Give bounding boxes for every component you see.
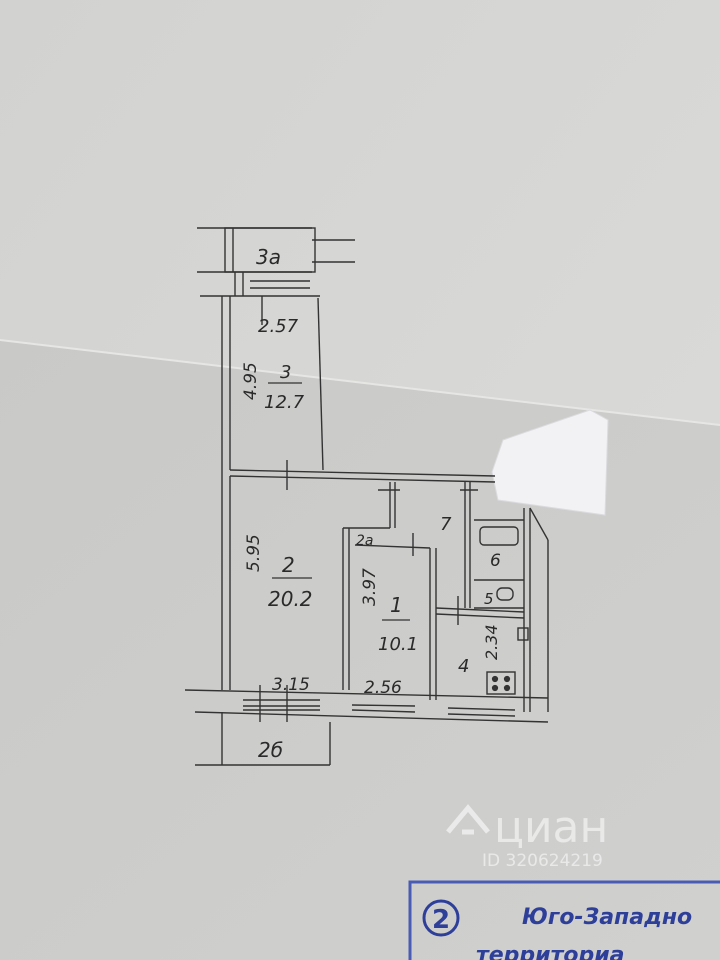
room-6-label: 6 xyxy=(490,551,501,571)
room-1-width-label: 2.56 xyxy=(364,678,402,698)
stamp-number: 2 xyxy=(432,905,450,935)
house-icon xyxy=(446,804,490,835)
room-4-label: 4 xyxy=(458,656,469,677)
room-7-label: 7 xyxy=(440,514,452,535)
torn-sticker xyxy=(491,409,609,516)
registry-stamp: 2 Юго-Западно территориа xyxy=(408,880,720,960)
room-4-length-label: 2.34 xyxy=(482,624,501,660)
room-3-label: 3 xyxy=(280,362,291,383)
room-2-label: 2 xyxy=(282,553,295,577)
room-2a-label: 2а xyxy=(356,533,374,549)
room-5-label: 5 xyxy=(484,590,494,608)
room-2-length-label: 5.95 xyxy=(244,534,264,572)
plan-drawing xyxy=(184,227,549,766)
watermark-brand: циан xyxy=(494,802,608,853)
room-3-width-label: 2.57 xyxy=(258,316,299,337)
stamp-line-1: Юго-Западно xyxy=(522,905,692,930)
paper-fold xyxy=(0,339,720,426)
room-1-area-label: 10.1 xyxy=(378,634,418,655)
stamp-number-circle xyxy=(422,899,460,937)
watermark-id: ID 320624219 xyxy=(482,851,603,871)
room-1-label: 1 xyxy=(390,593,403,617)
paper-bottom xyxy=(0,340,720,960)
room-2-width-label: 3.15 xyxy=(272,675,310,695)
stamp-line-2: территориа xyxy=(476,943,624,960)
room-2-area-label: 20.2 xyxy=(268,587,313,611)
room-3-length-label: 4.95 xyxy=(241,362,261,400)
cian-watermark: циан ID 320624219 xyxy=(446,802,608,871)
room-2b-label: 2б xyxy=(258,738,283,762)
room-1-length-label: 3.97 xyxy=(360,568,380,606)
room-3-area-label: 12.7 xyxy=(264,392,305,413)
room-3a-label: 3а xyxy=(256,245,281,269)
